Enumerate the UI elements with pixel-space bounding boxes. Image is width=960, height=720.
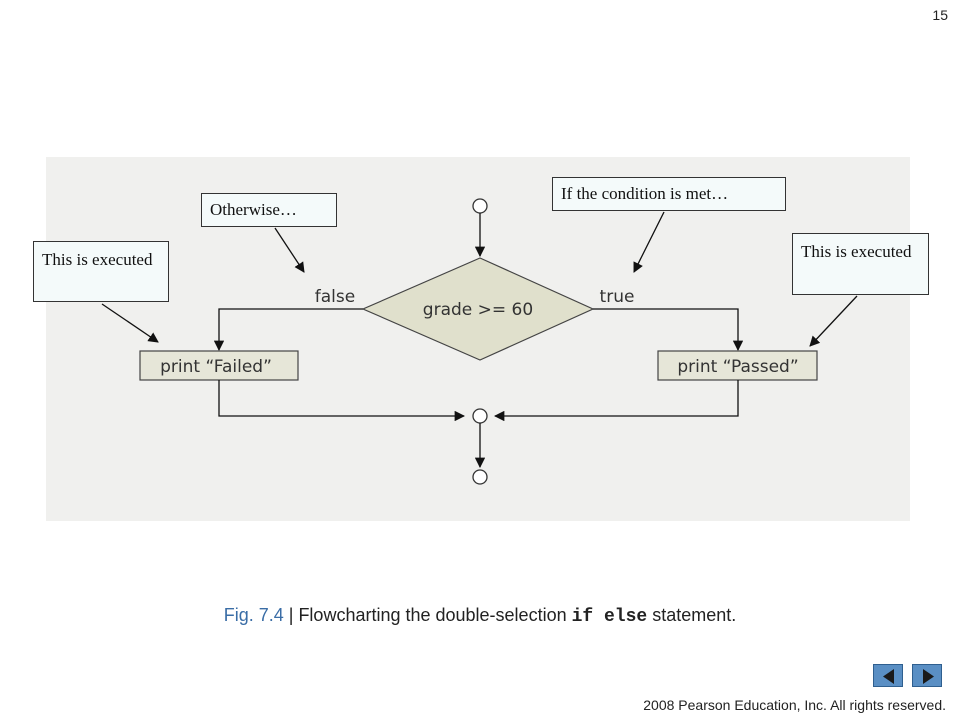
previous-slide-button[interactable] — [873, 664, 903, 687]
end-node — [472, 469, 488, 485]
caption-code: if else — [571, 607, 648, 627]
figure-caption: Fig. 7.4 | Flowcharting the double-selec… — [0, 605, 960, 627]
true-branch-line — [593, 308, 744, 352]
triangle-right-icon — [923, 669, 934, 684]
passed-action-label: print “Passed” — [677, 357, 798, 377]
decision-label: grade >= 60 — [423, 300, 533, 320]
true-label: true — [600, 287, 635, 307]
merge-node — [472, 408, 488, 424]
next-slide-button[interactable] — [912, 664, 942, 687]
right-executed-callout: This is executed — [792, 233, 929, 295]
failed-action-label: print “Failed” — [160, 357, 272, 377]
left-executed-pointer — [101, 303, 159, 343]
condition-met-callout: If the condition is met… — [552, 177, 786, 211]
decision-diamond — [361, 257, 595, 361]
page-number: 15 — [932, 7, 948, 23]
start-node — [472, 198, 488, 214]
false-label: false — [315, 287, 355, 307]
condition-met-pointer — [633, 211, 665, 273]
triangle-left-icon — [883, 669, 894, 684]
caption-text-after: statement. — [647, 605, 737, 625]
passed-merge-line — [493, 380, 739, 422]
otherwise-callout: Otherwise… — [201, 193, 337, 227]
false-branch-line — [213, 308, 363, 352]
failed-merge-line — [218, 380, 466, 422]
figure-number: Fig. 7.4 — [223, 605, 284, 625]
passed-action-box — [657, 350, 818, 381]
right-executed-pointer — [809, 295, 858, 347]
left-executed-callout: This is executed — [33, 241, 169, 302]
caption-text-before: Flowcharting the double-selection — [298, 605, 572, 625]
otherwise-pointer — [274, 227, 305, 273]
caption-separator: | — [283, 605, 299, 625]
copyright-notice: 2008 Pearson Education, Inc. All rights … — [643, 697, 946, 713]
